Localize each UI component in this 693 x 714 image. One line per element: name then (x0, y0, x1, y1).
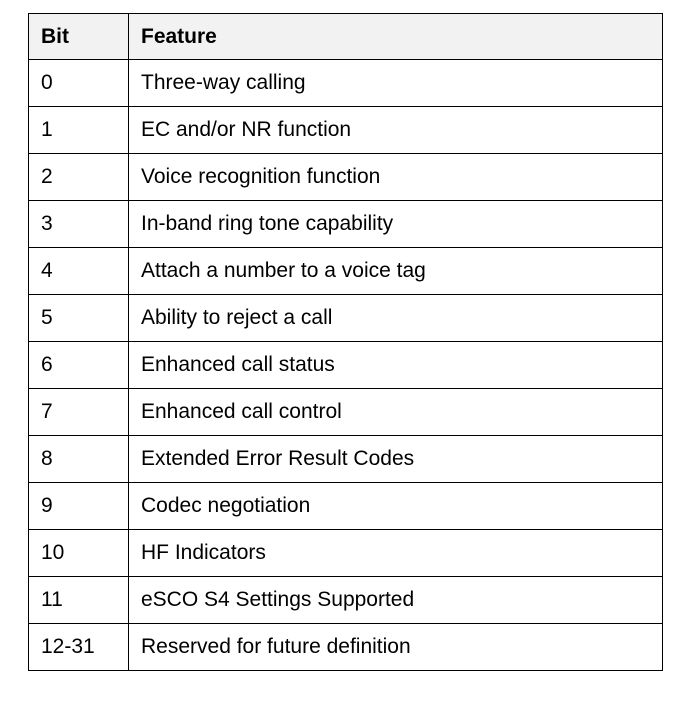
bit-cell: 7 (28, 388, 129, 436)
table-row: 5 Ability to reject a call (28, 294, 663, 342)
header-feature: Feature (128, 13, 663, 60)
table-row: 6 Enhanced call status (28, 341, 663, 389)
feature-cell: Attach a number to a voice tag (128, 247, 663, 295)
header-row: Bit Feature (28, 13, 663, 60)
feature-cell: Reserved for future definition (128, 623, 663, 671)
bit-cell: 9 (28, 482, 129, 530)
bit-cell: 12-31 (28, 623, 129, 671)
feature-cell: Enhanced call status (128, 341, 663, 389)
table-body: 0 Three-way calling 1 EC and/or NR funct… (28, 59, 663, 671)
table-row: 7 Enhanced call control (28, 388, 663, 436)
bit-cell: 10 (28, 529, 129, 577)
table-row: 2 Voice recognition function (28, 153, 663, 201)
feature-cell: eSCO S4 Settings Supported (128, 576, 663, 624)
bit-cell: 2 (28, 153, 129, 201)
feature-cell: Ability to reject a call (128, 294, 663, 342)
bit-cell: 6 (28, 341, 129, 389)
table-row: 4 Attach a number to a voice tag (28, 247, 663, 295)
table-row: 8 Extended Error Result Codes (28, 435, 663, 483)
table-row: 0 Three-way calling (28, 59, 663, 107)
feature-cell: Voice recognition function (128, 153, 663, 201)
feature-cell: In-band ring tone capability (128, 200, 663, 248)
table-row: 10 HF Indicators (28, 529, 663, 577)
table-row: 11 eSCO S4 Settings Supported (28, 576, 663, 624)
table-header: Bit Feature (28, 13, 663, 60)
feature-cell: Enhanced call control (128, 388, 663, 436)
bit-cell: 1 (28, 106, 129, 154)
bit-cell: 11 (28, 576, 129, 624)
bit-cell: 0 (28, 59, 129, 107)
bit-cell: 4 (28, 247, 129, 295)
header-bit: Bit (28, 13, 129, 60)
bit-cell: 3 (28, 200, 129, 248)
table-row: 3 In-band ring tone capability (28, 200, 663, 248)
bit-cell: 5 (28, 294, 129, 342)
table-row: 9 Codec negotiation (28, 482, 663, 530)
feature-cell: Three-way calling (128, 59, 663, 107)
feature-cell: Extended Error Result Codes (128, 435, 663, 483)
feature-bit-table: Bit Feature 0 Three-way calling 1 EC and… (28, 13, 663, 671)
table-row: 1 EC and/or NR function (28, 106, 663, 154)
feature-cell: EC and/or NR function (128, 106, 663, 154)
table-row: 12-31 Reserved for future definition (28, 623, 663, 671)
feature-cell: HF Indicators (128, 529, 663, 577)
bit-cell: 8 (28, 435, 129, 483)
feature-cell: Codec negotiation (128, 482, 663, 530)
